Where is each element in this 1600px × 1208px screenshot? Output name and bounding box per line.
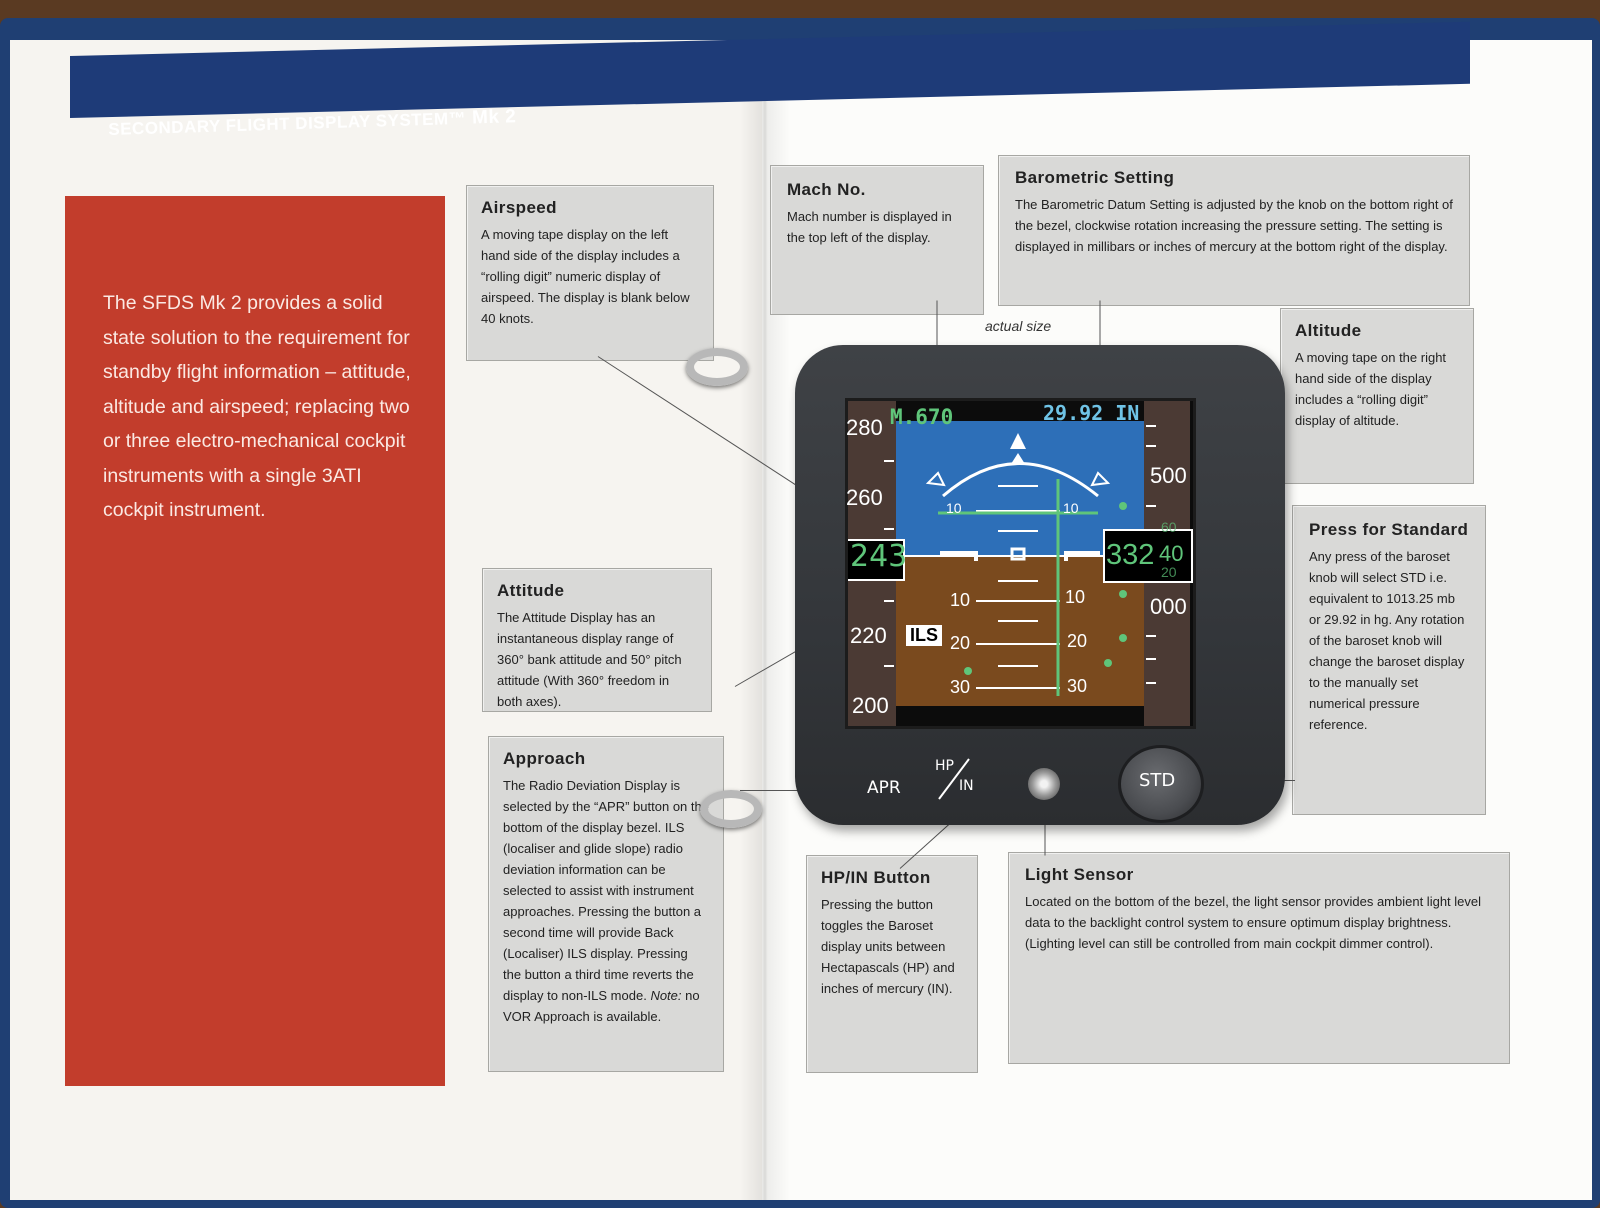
hp-in-divider-icon bbox=[938, 758, 970, 800]
roll-tick-left bbox=[925, 471, 946, 487]
loc-dot bbox=[1104, 659, 1112, 667]
approach-note-label: Note: bbox=[650, 988, 682, 1003]
alt-current-main: 332 bbox=[1106, 539, 1155, 571]
pitch-label-down30-left: 30 bbox=[950, 677, 971, 697]
speed-tick-260: 260 bbox=[846, 485, 883, 510]
roll-tick-right bbox=[1090, 471, 1111, 487]
callout-title: Press for Standard bbox=[1309, 520, 1469, 539]
apr-button[interactable]: APR bbox=[867, 778, 901, 798]
gs-dot bbox=[1119, 590, 1127, 598]
alt-tick-500: 500 bbox=[1150, 463, 1187, 488]
mach-readout: M.670 bbox=[890, 405, 954, 429]
ils-indicator: ILS bbox=[906, 625, 943, 646]
callout-title: Attitude bbox=[497, 581, 565, 600]
gs-dot bbox=[1119, 502, 1127, 510]
std-label: STD bbox=[1139, 770, 1176, 791]
pitch-label-down20-left: 20 bbox=[950, 633, 971, 653]
callout-std: Press for Standard Any press of the baro… bbox=[1292, 505, 1486, 815]
callout-title: Mach No. bbox=[787, 180, 866, 199]
aircraft-symbol-right bbox=[1064, 551, 1100, 561]
callout-body: A moving tape display on the left hand s… bbox=[481, 227, 690, 326]
loc-dot bbox=[964, 667, 972, 675]
speed-current: 243 bbox=[850, 539, 908, 574]
alt-tick-000: 000 bbox=[1150, 594, 1187, 619]
hp-in-button[interactable]: HP IN bbox=[925, 755, 981, 803]
callout-body: The Attitude Display has an instantaneou… bbox=[497, 610, 682, 709]
binder-ring-bottom bbox=[700, 790, 762, 828]
gs-dot bbox=[1119, 634, 1127, 642]
callout-body: The Radio Deviation Display is selected … bbox=[503, 775, 709, 1027]
pitch-label-down10-right: 10 bbox=[1065, 587, 1086, 607]
callout-title: Light Sensor bbox=[1025, 865, 1134, 884]
actual-size-label: actual size bbox=[985, 318, 1052, 334]
title-mk: Mk 2 bbox=[471, 106, 517, 129]
pitch-label-up10-right: 10 bbox=[1063, 500, 1079, 516]
alt-roll-above: 60 bbox=[1161, 519, 1177, 535]
pitch-label-down10-left: 10 bbox=[950, 590, 971, 610]
callout-airspeed: Airspeed A moving tape display on the le… bbox=[466, 185, 714, 361]
callout-light: Light Sensor Located on the bottom of th… bbox=[1008, 852, 1510, 1064]
callout-hpin: HP/IN Button Pressing the button toggles… bbox=[806, 855, 978, 1073]
callout-attitude: Attitude The Attitude Display has an ins… bbox=[482, 568, 712, 712]
callout-body: Any press of the baroset knob will selec… bbox=[1309, 549, 1465, 732]
speed-tick-220: 220 bbox=[850, 623, 887, 648]
callout-body: Mach number is displayed in the top left… bbox=[787, 209, 952, 245]
callout-body: Located on the bottom of the bezel, the … bbox=[1025, 894, 1482, 930]
alt-roll-below: 20 bbox=[1161, 564, 1177, 580]
callout-approach: Approach The Radio Deviation Display is … bbox=[488, 736, 724, 1072]
callout-title: Airspeed bbox=[481, 198, 557, 217]
approach-note: no VOR Approach is available. bbox=[503, 988, 700, 1024]
aircraft-symbol-center bbox=[1010, 547, 1026, 561]
binder-ring-top bbox=[686, 348, 748, 386]
pitch-label-up10-left: 10 bbox=[946, 500, 962, 516]
callout-body-2: (Lighting level can still be controlled … bbox=[1025, 936, 1434, 951]
callout-title: HP/IN Button bbox=[821, 868, 931, 887]
callout-altitude: Altitude A moving tape on the right hand… bbox=[1280, 308, 1474, 484]
callout-title: Barometric Setting bbox=[1015, 168, 1175, 187]
in-label: IN bbox=[959, 778, 974, 794]
instrument-display: M.670 29.92 IN 280 260 220 200 243 500 0… bbox=[845, 398, 1196, 729]
callout-mach: Mach No. Mach number is displayed in the… bbox=[770, 165, 984, 315]
speed-tick-280: 280 bbox=[846, 415, 883, 440]
speed-tick-200: 200 bbox=[852, 693, 889, 718]
aircraft-symbol-left bbox=[940, 551, 978, 561]
callout-baro: Barometric Setting The Barometric Datum … bbox=[998, 155, 1470, 306]
callout-title: Approach bbox=[503, 749, 586, 768]
roll-pointer bbox=[1010, 433, 1026, 449]
intro-panel bbox=[65, 196, 445, 1086]
alt-current-box bbox=[1103, 529, 1193, 583]
callout-title: Altitude bbox=[1295, 321, 1362, 340]
light-sensor bbox=[1028, 768, 1060, 800]
std-knob[interactable]: STD bbox=[1118, 745, 1204, 823]
baro-readout: 29.92 IN bbox=[1043, 401, 1140, 425]
roll-index bbox=[1011, 453, 1025, 464]
hp-label: HP bbox=[935, 758, 954, 774]
pitch-label-down30-right: 30 bbox=[1067, 676, 1088, 696]
approach-text: The Radio Deviation Display is selected … bbox=[503, 778, 709, 1003]
pitch-label-down20-right: 20 bbox=[1067, 631, 1088, 651]
speed-current-box bbox=[848, 539, 905, 581]
callout-body: Pressing the button toggles the Baroset … bbox=[821, 897, 955, 996]
alt-current-roll: 40 bbox=[1159, 541, 1184, 566]
intro-text: The SFDS Mk 2 provides a solid state sol… bbox=[103, 292, 411, 521]
callout-body: The Barometric Datum Setting is adjusted… bbox=[1015, 197, 1453, 254]
callout-body: A moving tape on the right hand side of … bbox=[1295, 350, 1447, 428]
